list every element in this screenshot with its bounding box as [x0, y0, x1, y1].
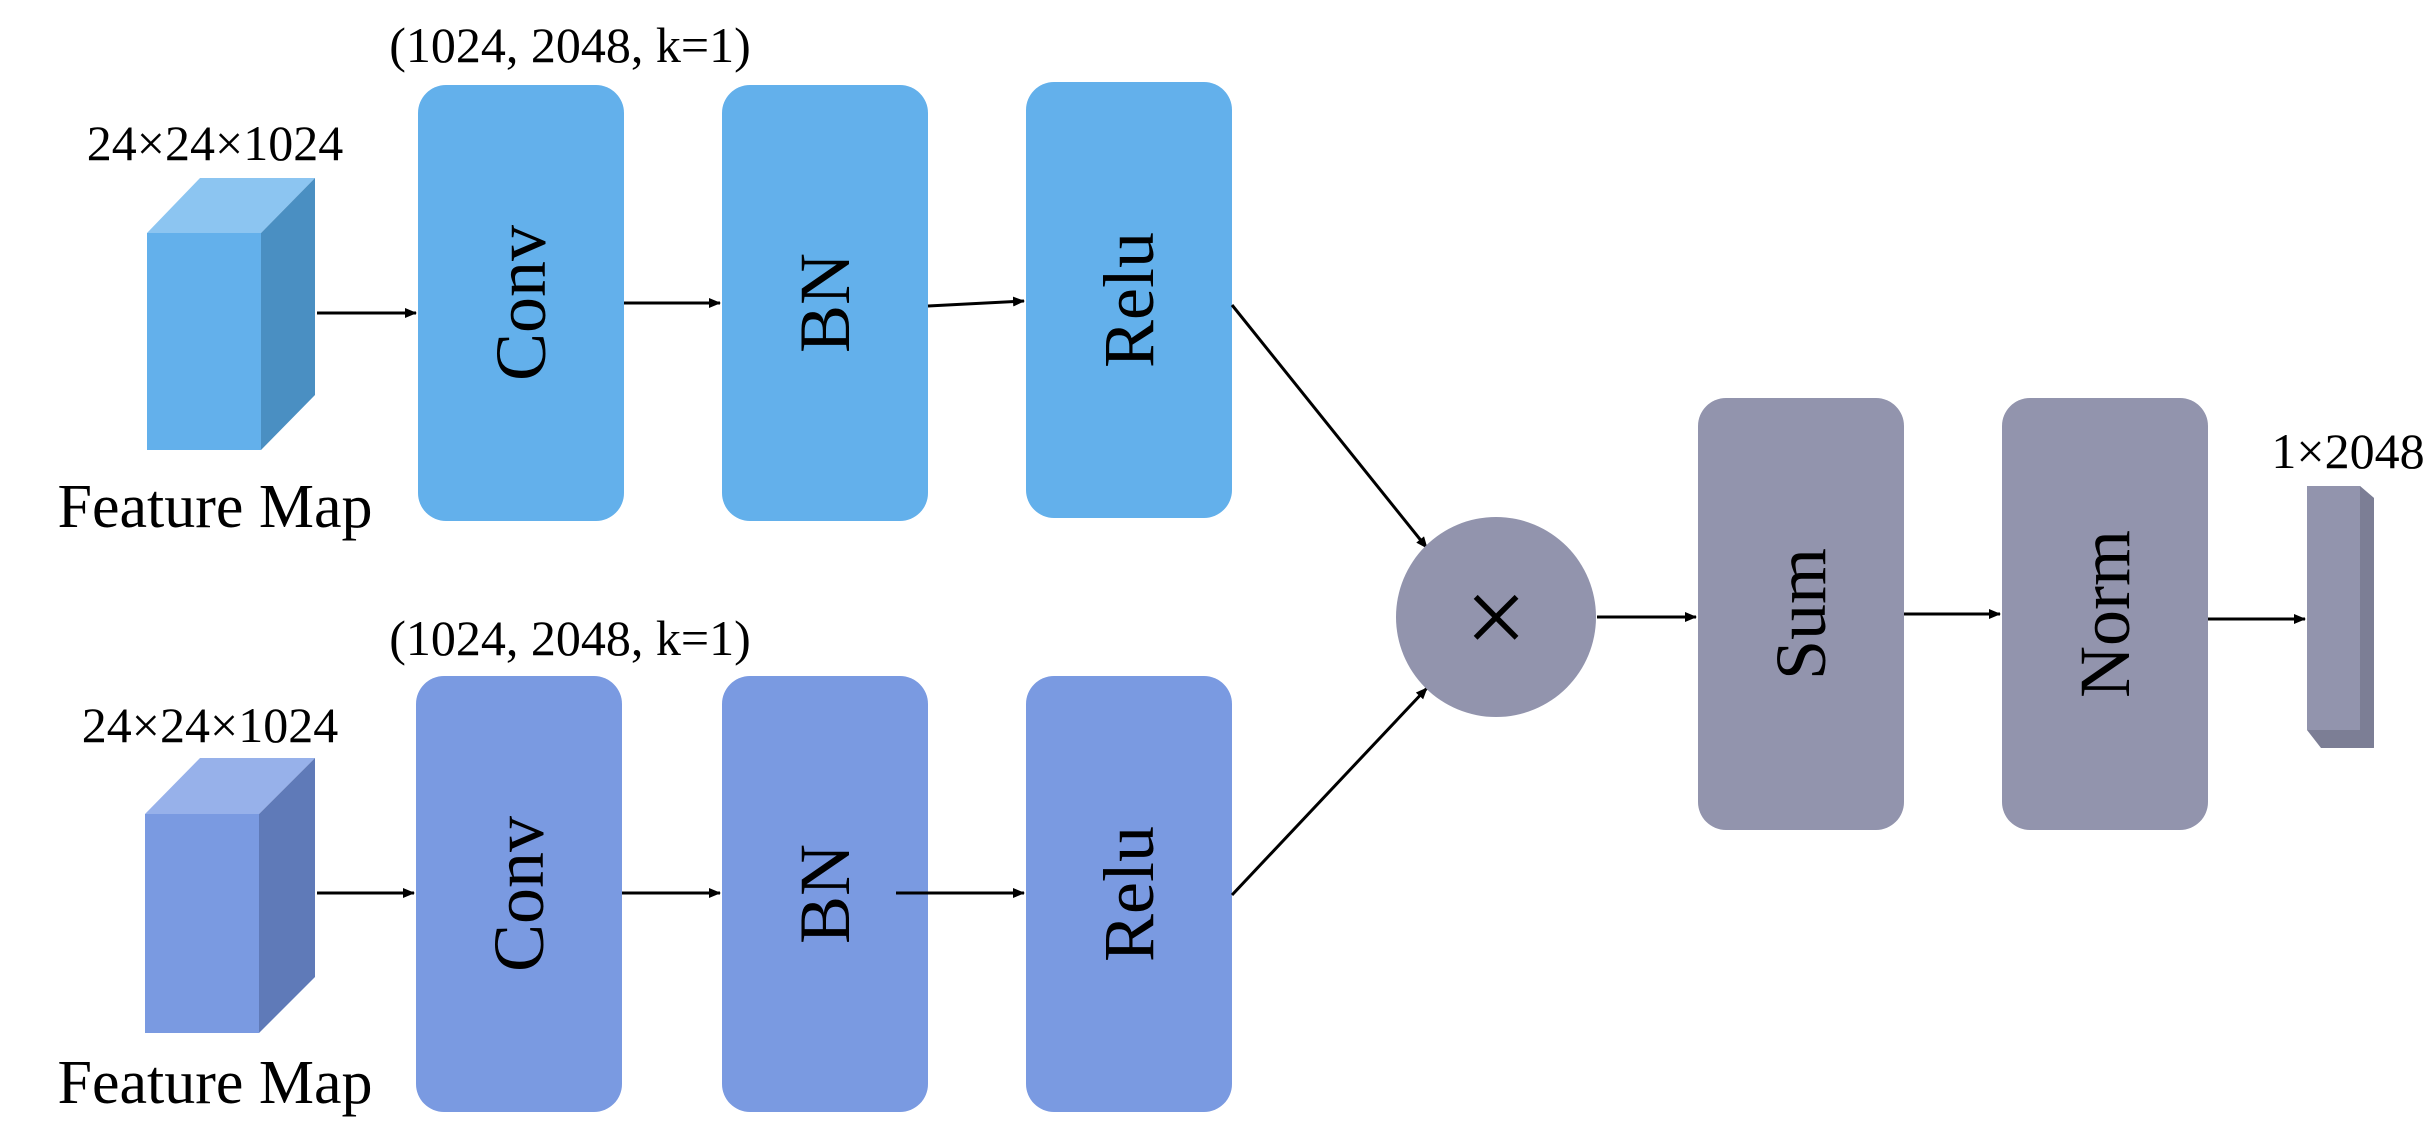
multiply-node: × — [1396, 517, 1596, 717]
upper-relu-block: Relu — [1026, 82, 1232, 518]
upper-relu-label: Relu — [1089, 232, 1169, 368]
upper-cube-front — [147, 233, 261, 450]
arrow-lower-relu-to-multiply — [1230, 686, 1429, 897]
upper-cube-top — [147, 178, 315, 233]
lower-relu-label: Relu — [1089, 826, 1169, 962]
lower-feature-map-cube — [145, 758, 315, 1033]
multiply-icon: × — [1465, 556, 1527, 678]
lower-cube-side — [259, 758, 315, 1033]
lower-relu-block: Relu — [1026, 676, 1232, 1112]
norm-block: Norm — [2002, 398, 2208, 830]
upper-conv-label: Conv — [481, 225, 561, 381]
output-vector-side — [2360, 486, 2374, 748]
norm-label: Norm — [2065, 530, 2145, 698]
upper-input-label: Feature Map — [57, 473, 372, 541]
lower-cube-top — [145, 758, 315, 814]
upper-bn-label: BN — [785, 253, 865, 353]
upper-bn-block: BN — [722, 85, 928, 521]
sum-block: Sum — [1698, 398, 1904, 830]
sum-label: Sum — [1761, 548, 1841, 680]
lower-conv-label: Conv — [479, 816, 559, 972]
lower-conv-params: (1024, 2048, k=1) — [389, 610, 751, 666]
output-shape: 1×2048 — [2271, 423, 2424, 479]
upper-cube-side — [261, 178, 315, 450]
lower-conv-block: Conv — [416, 676, 622, 1112]
upper-conv-block: Conv — [418, 85, 624, 521]
lower-input-label: Feature Map — [57, 1049, 372, 1117]
upper-conv-params: (1024, 2048, k=1) — [389, 17, 751, 73]
lower-bn-block: BN — [722, 676, 928, 1112]
lower-cube-front — [145, 814, 259, 1033]
output-vector-bottom — [2307, 730, 2374, 748]
upper-feature-map-cube — [147, 178, 315, 450]
arrow-upper-relu-to-multiply — [1230, 304, 1429, 549]
arrow-upper-bn-to-relu — [927, 296, 1025, 308]
lower-input-shape: 24×24×1024 — [82, 697, 338, 753]
output-vector-front — [2307, 486, 2360, 730]
lower-bn-label: BN — [785, 844, 865, 944]
upper-input-shape: 24×24×1024 — [87, 115, 343, 171]
output-vector — [2307, 486, 2374, 748]
